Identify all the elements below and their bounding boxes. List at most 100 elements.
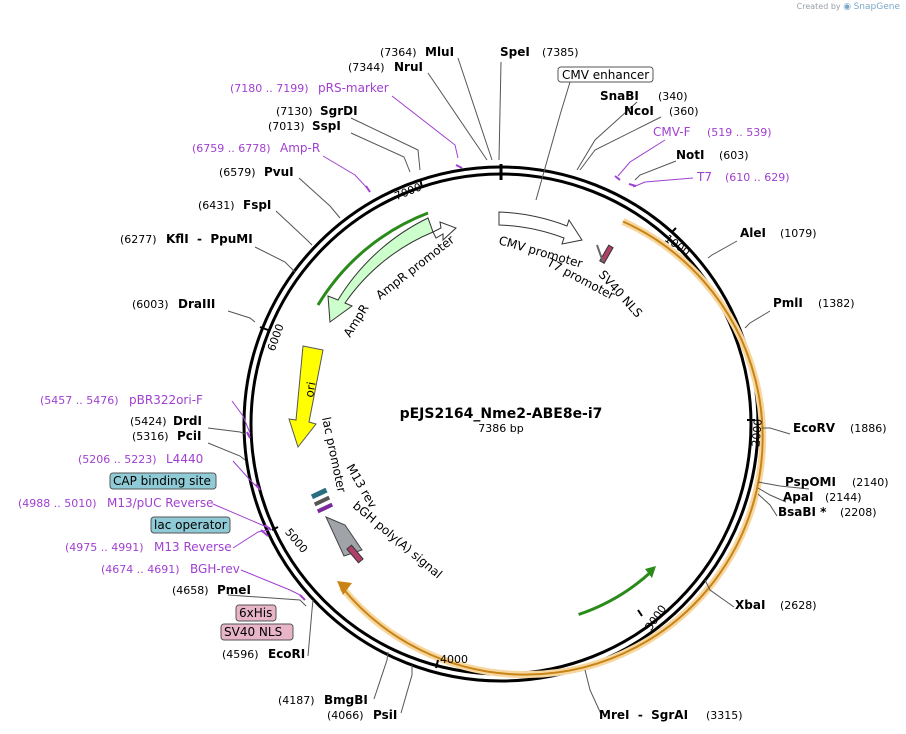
orf-arc[interactable] [339, 218, 767, 678]
tick-6000: 6000 [265, 322, 287, 353]
site-snabi[interactable]: SnaBI (340) [600, 89, 688, 103]
primer-name: L4440 [166, 452, 203, 466]
site-pos: (6431) [198, 199, 235, 212]
site-pos: (1382) [818, 297, 855, 310]
primer-amp-r[interactable]: (6759 .. 6778) Amp-R [192, 141, 320, 155]
t7-promoter-mark [596, 244, 604, 263]
site-xbai[interactable]: XbaI (2628) [735, 598, 817, 612]
site-kfli-ppumi[interactable]: (6277) KflI - PpuMI [120, 232, 253, 246]
primer-name: CMV-F [653, 125, 691, 139]
feature-cap-binding-site[interactable]: CAP binding site [109, 472, 217, 490]
feature-box-label: lac operator [154, 518, 227, 532]
bgh-polya-feature[interactable] [325, 516, 363, 557]
site-bmgbi[interactable]: (4187) BmgBI [278, 693, 368, 707]
site-name: PmeI [217, 583, 251, 597]
primer-m13-reverse[interactable]: (4975 .. 4991) M13 Reverse [65, 540, 232, 554]
site-name: NruI [394, 60, 423, 74]
site-apai[interactable]: ApaI (2144) [783, 490, 862, 504]
site-spei[interactable]: SpeI (7385) [500, 45, 579, 59]
sv40-nls-inner-feature[interactable] [599, 244, 614, 264]
site-noti[interactable]: NotI (603) [676, 148, 749, 162]
orf-arrowhead [337, 581, 352, 595]
primer-m13-puc-reverse[interactable]: (4988 .. 5010) M13/pUC Reverse [18, 496, 214, 510]
site-pos: (6003) [132, 298, 169, 311]
site-name: NcoI [624, 104, 654, 118]
site-pos: (7344) [348, 61, 385, 74]
site-name: SpeI [500, 45, 530, 59]
site-pos: (2144) [825, 491, 862, 504]
feature-box-label: SV40 NLS [224, 625, 282, 639]
site-pos: (3315) [706, 709, 743, 722]
primer-cmv-f[interactable]: CMV-F (519 .. 539) [653, 125, 772, 139]
ampr-green-line [316, 211, 429, 306]
site-leader-lines [207, 57, 810, 715]
primer-pbr322ori-f[interactable]: (5457 .. 5476) pBR322ori-F [40, 393, 203, 407]
site-pos: (1886) [850, 422, 887, 435]
site-name: DrdI [173, 414, 202, 428]
primer-t7[interactable]: T7 (610 .. 629) [696, 170, 790, 184]
site-name: PspOMI [785, 475, 836, 489]
label-lac-promoter[interactable]: lac promoter [319, 416, 349, 494]
site-ecorv[interactable]: EcoRV (1886) [793, 421, 887, 435]
site-pos: (6579) [219, 166, 256, 179]
site-sgrdi[interactable]: (7130) SgrDI [276, 104, 358, 118]
label-ori[interactable]: ori [302, 381, 318, 399]
site-sspi[interactable]: (7013) SspI [268, 119, 341, 133]
feature-box-label: 6xHis [239, 606, 272, 620]
primer-name: T7 [696, 170, 712, 184]
site-pvui[interactable]: (6579) PvuI [219, 165, 294, 179]
site-name: SgrDI [320, 104, 358, 118]
site-pos: (1079) [780, 227, 817, 240]
site-drdi[interactable]: (5424) DrdI [130, 414, 202, 428]
cmv-promoter-feature[interactable] [498, 211, 583, 245]
primer-range: (4674 .. 4691) [101, 563, 180, 576]
site-pspomi[interactable]: PspOMI (2140) [785, 475, 889, 489]
site-pos: (603) [719, 149, 749, 162]
boxed-feature-labels: CMV enhancer CAP binding site lac operat… [109, 66, 654, 641]
site-name: EcoRI [268, 647, 305, 661]
feature-box [235, 604, 277, 622]
primer-labels: (7180 .. 7199) pRS-marker (6759 .. 6778)… [18, 81, 790, 576]
ori-feature[interactable] [288, 345, 324, 449]
site-pos: (360) [669, 105, 699, 118]
feature-cmv-enhancer[interactable]: CMV enhancer [557, 66, 654, 83]
site-pos: (7013) [268, 120, 305, 133]
primer-bgh-rev[interactable]: (4674 .. 4691) BGH-rev [101, 562, 240, 576]
site-ncoi[interactable]: NcoI (360) [624, 104, 699, 118]
primer-range: (4988 .. 5010) [18, 497, 97, 510]
site-bsabi[interactable]: BsaBI * (2208) [778, 505, 877, 519]
primer-name: pRS-marker [318, 81, 389, 95]
ampr-promoter[interactable] [432, 221, 457, 242]
site-pmei[interactable]: (4658) PmeI [172, 583, 251, 597]
feature-box-label: CMV enhancer [562, 68, 649, 82]
primer-l4440[interactable]: (5206 .. 5223) L4440 [78, 452, 203, 466]
site-mlui[interactable]: (7364) MluI [380, 45, 454, 59]
label-bgh-polya-signal[interactable]: bGH poly(A) signal [350, 499, 445, 582]
site-pcii[interactable]: (5316) PciI [132, 429, 202, 443]
feature-6xhis[interactable]: 6xHis [235, 604, 277, 622]
site-pos: (4066) [327, 709, 364, 722]
site-name: XbaI [735, 598, 765, 612]
feature-sv40-nls[interactable]: SV40 NLS [220, 623, 294, 641]
lac-feature-cluster [310, 487, 334, 514]
site-pmli[interactable]: PmlI (1382) [773, 296, 855, 310]
site-pos: (5316) [132, 430, 169, 443]
site-nrui[interactable]: (7344) NruI [348, 60, 423, 74]
site-ecori[interactable]: (4596) EcoRI [222, 647, 305, 661]
site-alei[interactable]: AleI (1079) [740, 226, 817, 240]
site-name: PmlI [773, 296, 803, 310]
label-ampr-promoter[interactable]: AmpR promoter [373, 233, 457, 303]
site-draiii[interactable]: (6003) DraIII [132, 297, 215, 311]
tick-2000: 2000 [749, 418, 764, 447]
site-pos: (7385) [542, 46, 579, 59]
site-fspi[interactable]: (6431) FspI [198, 198, 271, 212]
primer-range: (7180 .. 7199) [230, 82, 309, 95]
site-psii[interactable]: (4066) PsiI [327, 708, 397, 722]
feature-box [220, 623, 294, 641]
watermark-prefix: Created by [796, 2, 841, 11]
ampr-feature[interactable] [327, 217, 434, 323]
site-mrei-sgrai[interactable]: MreI - SgrAI (3315) [599, 708, 743, 722]
primer-prs-marker[interactable]: (7180 .. 7199) pRS-marker [230, 81, 389, 95]
feature-lac-operator[interactable]: lac operator [150, 516, 231, 534]
